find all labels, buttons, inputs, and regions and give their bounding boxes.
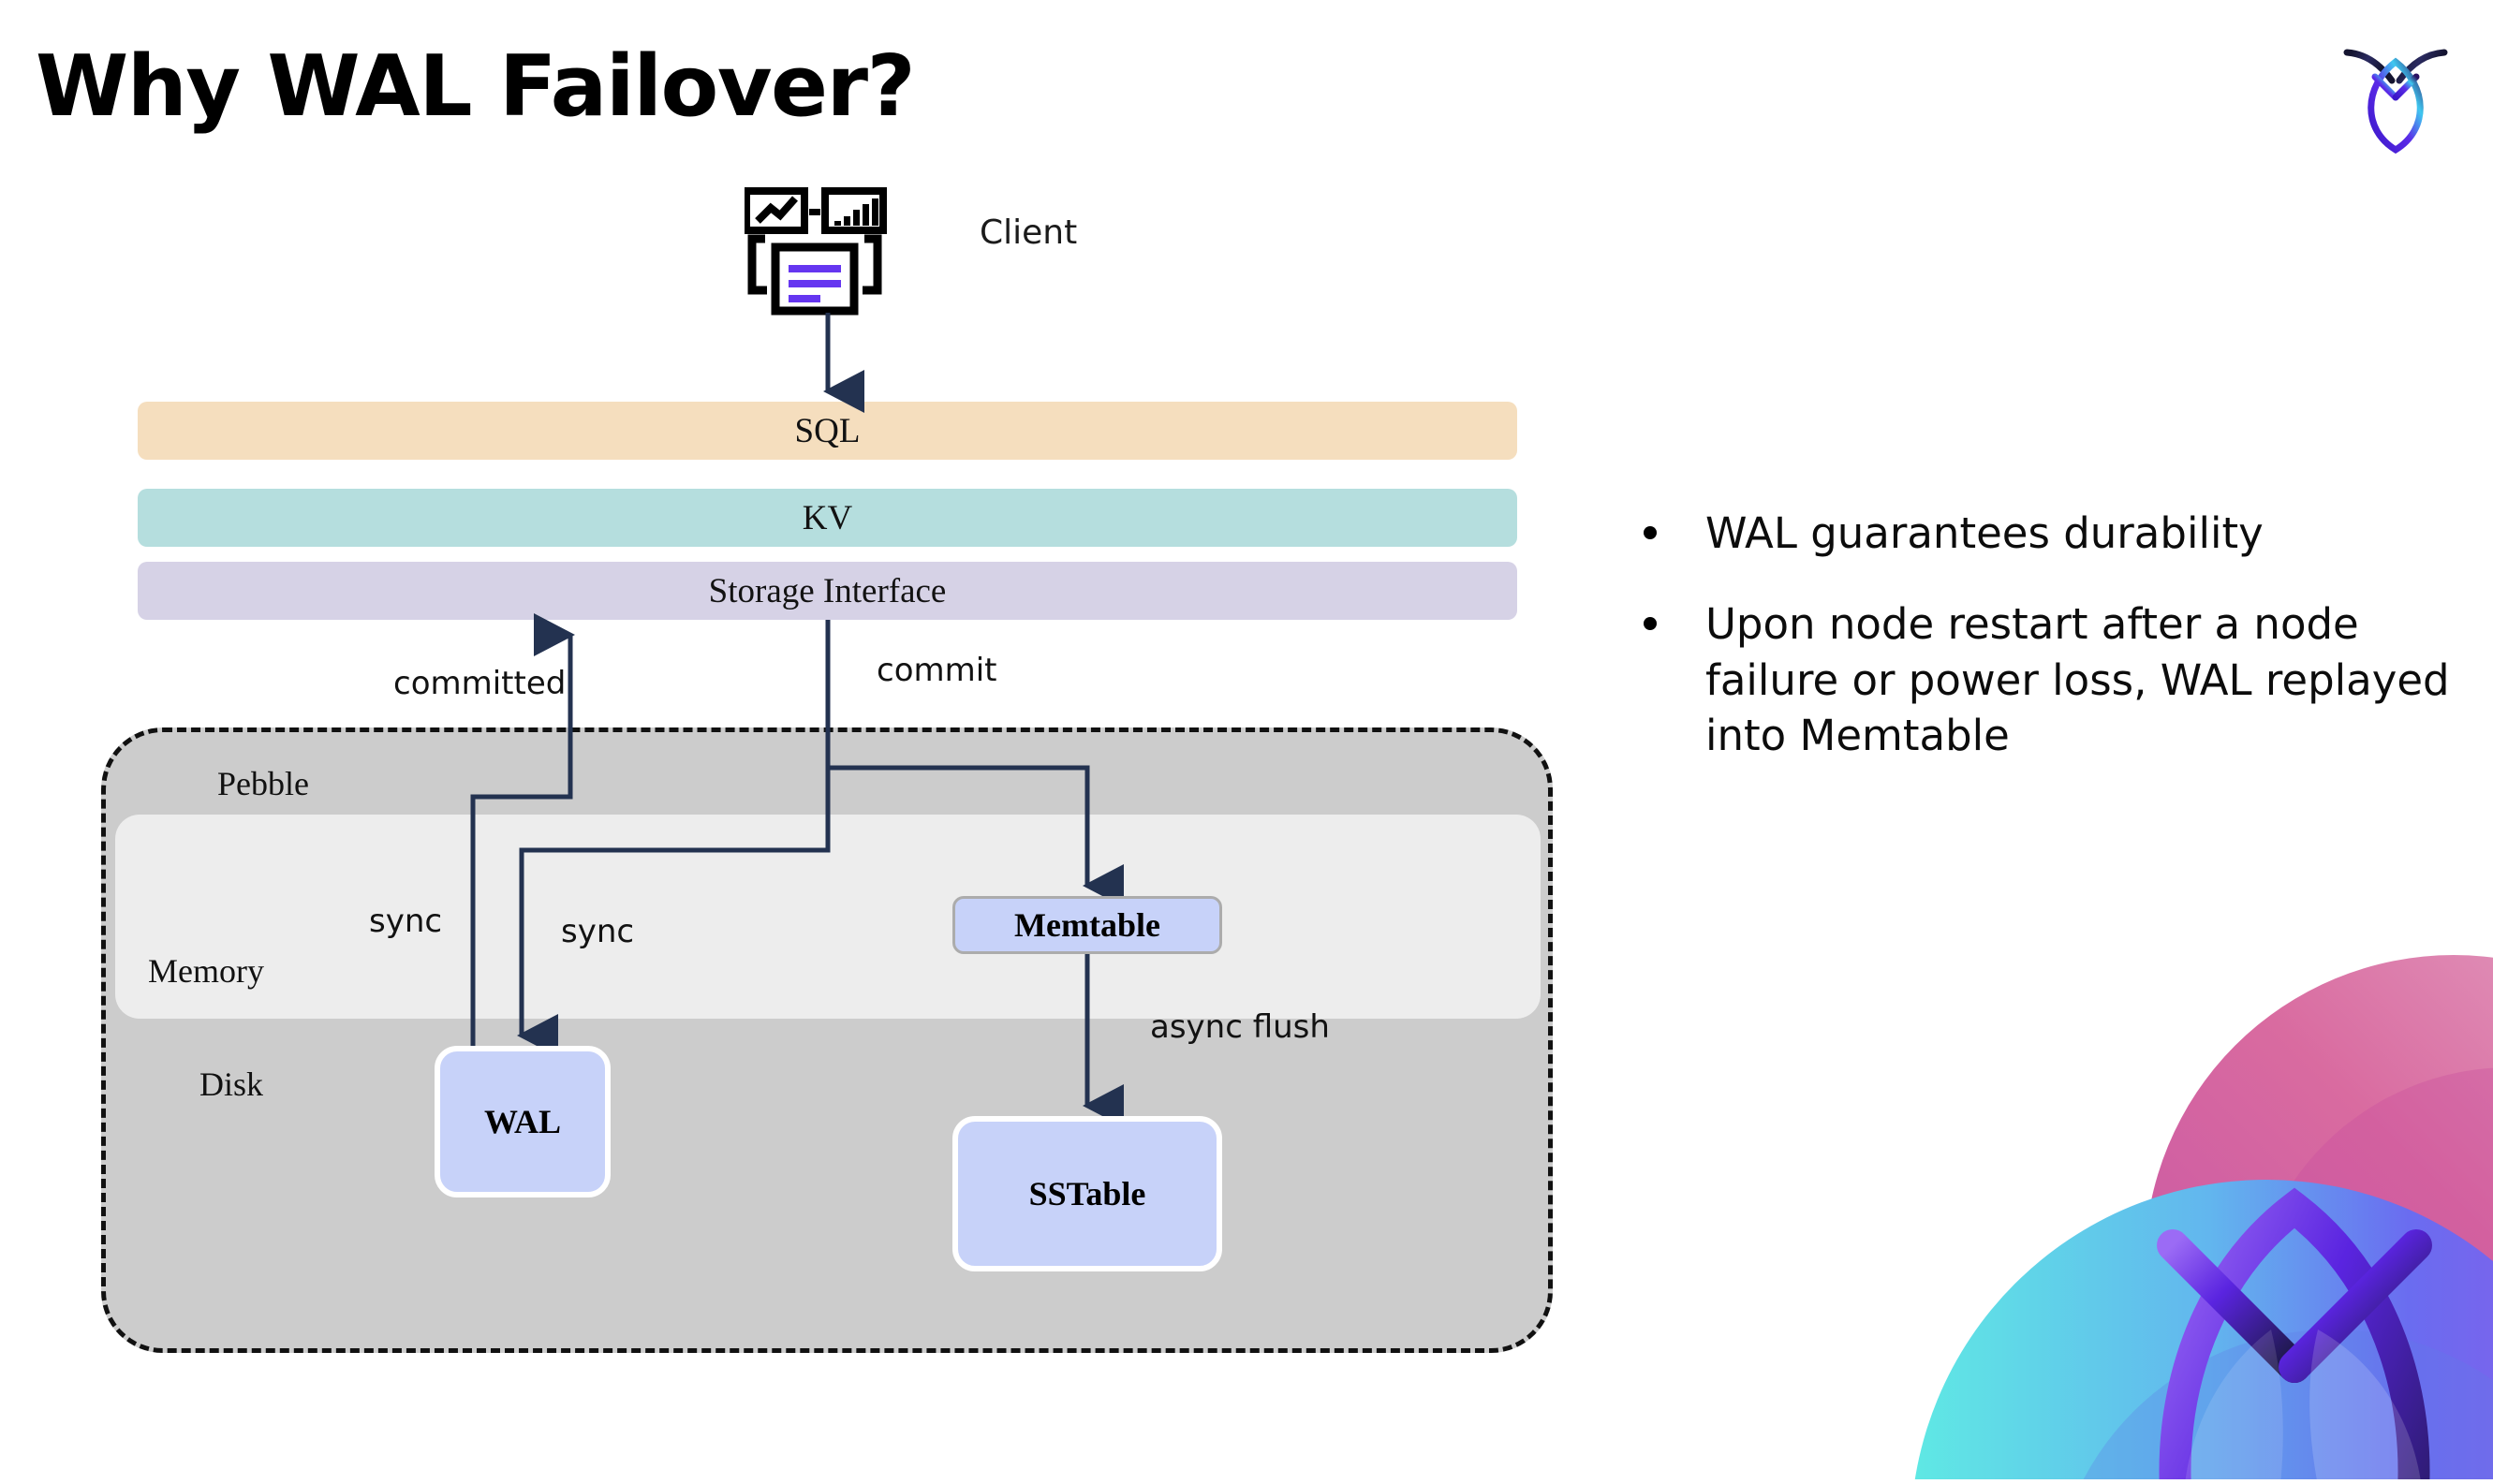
node-wal: WAL bbox=[435, 1046, 611, 1197]
cockroachdb-watermark-icon bbox=[1892, 899, 2493, 1479]
edge-label-commit: commit bbox=[877, 652, 997, 689]
list-item: Upon node restart after a node failure o… bbox=[1644, 596, 2468, 763]
architecture-diagram: Client SQL KV Storage Interface Pebble M… bbox=[101, 185, 1553, 1353]
cockroachdb-logo-icon bbox=[2334, 32, 2457, 155]
pebble-label: Pebble bbox=[217, 765, 309, 802]
edge-label-committed: committed bbox=[393, 665, 567, 702]
node-label-memtable: Memtable bbox=[1014, 906, 1160, 944]
edge-label-async-flush: async flush bbox=[1150, 1008, 1330, 1046]
node-label-sstable: SSTable bbox=[1028, 1175, 1146, 1212]
layer-bar-kv: KV bbox=[138, 489, 1517, 547]
memory-zone bbox=[115, 815, 1541, 1019]
edge-label-sync-right: sync bbox=[561, 913, 635, 950]
node-sstable: SSTable bbox=[952, 1116, 1222, 1271]
layer-label-sql: SQL bbox=[794, 411, 861, 450]
disk-label: Disk bbox=[199, 1065, 264, 1103]
bullet-text: Upon node restart after a node failure o… bbox=[1705, 599, 2450, 761]
bullet-list: WAL guarantees durability Upon node rest… bbox=[1644, 506, 2468, 800]
list-item: WAL guarantees durability bbox=[1644, 506, 2468, 561]
layer-label-kv: KV bbox=[802, 498, 853, 537]
layer-bar-sql: SQL bbox=[138, 402, 1517, 460]
bullet-text: WAL guarantees durability bbox=[1705, 508, 2264, 558]
layer-label-storage-interface: Storage Interface bbox=[708, 571, 947, 610]
bullet-dot-icon bbox=[1644, 526, 1657, 539]
layer-bar-storage-interface: Storage Interface bbox=[138, 562, 1517, 620]
edge-label-sync-left: sync bbox=[369, 903, 443, 940]
bullet-dot-icon bbox=[1644, 617, 1657, 631]
memory-label: Memory bbox=[148, 952, 264, 990]
client-label: Client bbox=[980, 213, 1078, 252]
node-memtable: Memtable bbox=[952, 896, 1222, 954]
client-dashboard-icon bbox=[743, 185, 894, 318]
node-label-wal: WAL bbox=[483, 1103, 562, 1140]
page-title: Why WAL Failover? bbox=[36, 37, 916, 136]
